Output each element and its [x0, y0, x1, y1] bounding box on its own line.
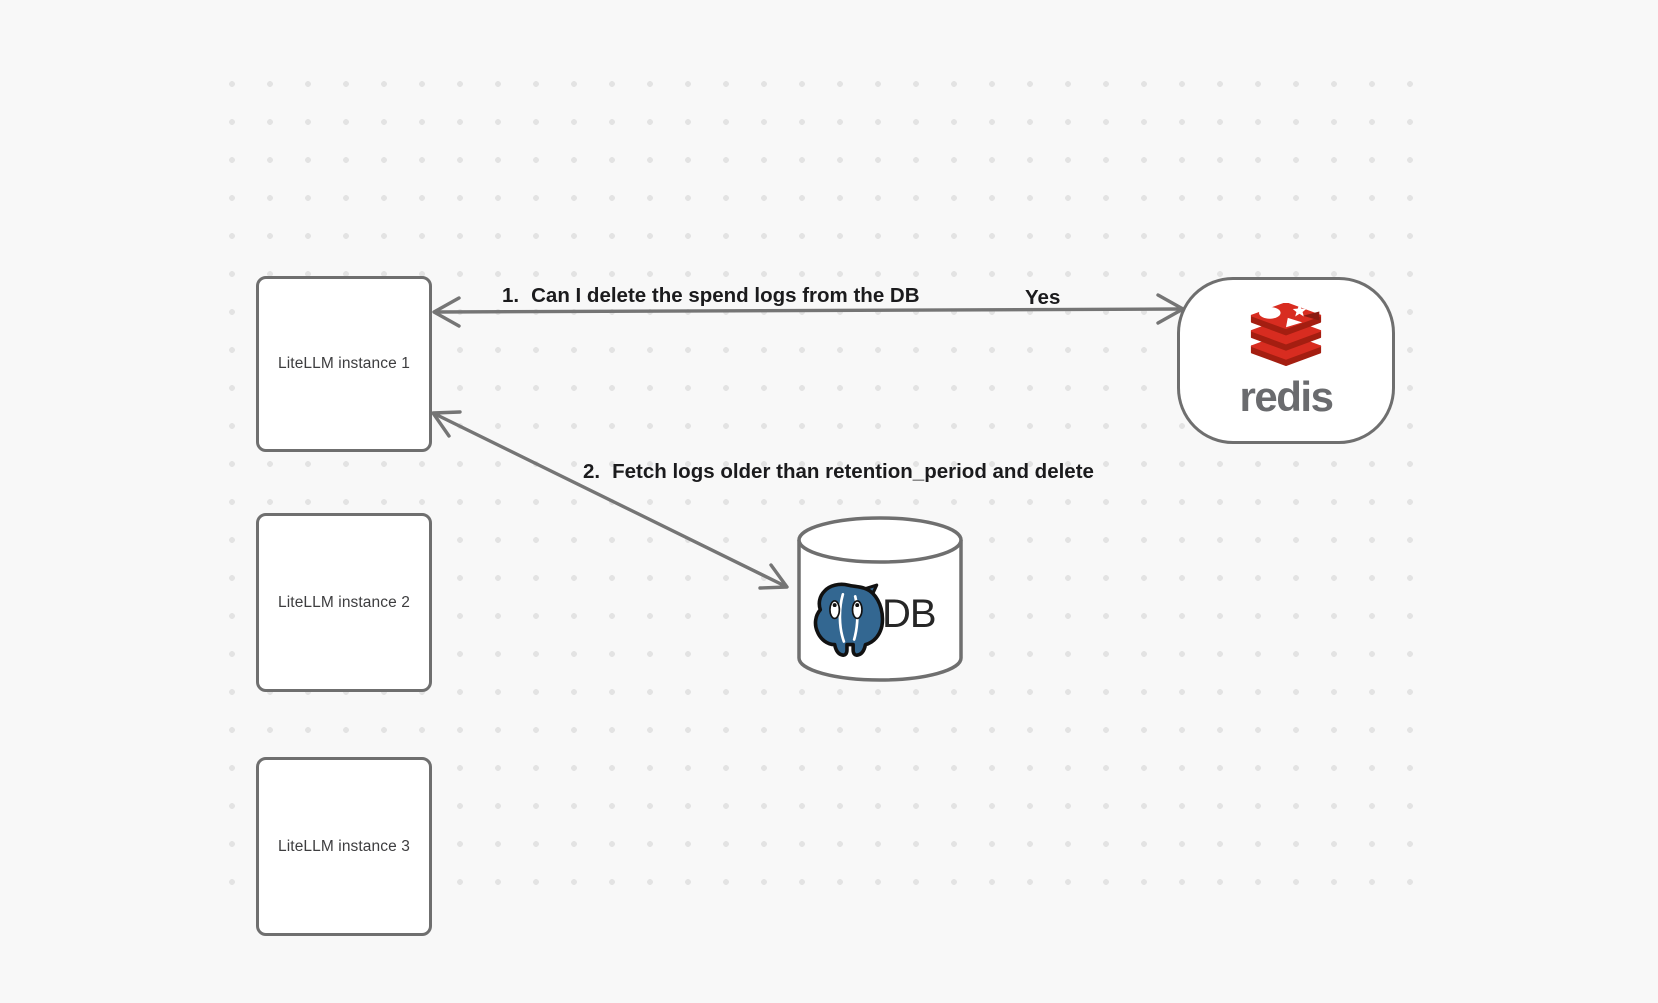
litellm-instance-1-node[interactable]: LiteLLM instance 1 — [256, 276, 432, 452]
db-node[interactable]: DB — [796, 516, 964, 682]
arrow-2-text: Fetch logs older than retention_period a… — [612, 460, 1094, 483]
arrow-1-marker: 1. — [502, 284, 520, 307]
arrow-1-text: Can I delete the spend logs from the DB — [531, 284, 920, 307]
redis-node[interactable]: redis — [1177, 277, 1395, 444]
litellm-instance-2-node[interactable]: LiteLLM instance 2 — [256, 513, 432, 692]
litellm-instance-1-label: LiteLLM instance 1 — [278, 355, 410, 372]
redis-wordmark: redis — [1239, 373, 1334, 420]
litellm-instance-2-label: LiteLLM instance 2 — [278, 593, 410, 611]
postgresql-icon — [813, 582, 885, 657]
arrow-2-label: 2. Fetch logs older than retention_perio… — [583, 460, 1094, 484]
arrow-1-answer: Yes — [1025, 286, 1061, 309]
litellm-instance-3-label: LiteLLM instance 3 — [278, 837, 410, 855]
redis-logo-icon — [1250, 303, 1322, 366]
db-label: DB — [882, 592, 937, 636]
arrow-1-label: 1. Can I delete the spend logs from the … — [502, 284, 920, 308]
arrow-instance1-to-db[interactable] — [431, 410, 789, 590]
arrow-2-marker: 2. — [583, 460, 601, 483]
litellm-instance-3-node[interactable]: LiteLLM instance 3 — [256, 757, 432, 936]
